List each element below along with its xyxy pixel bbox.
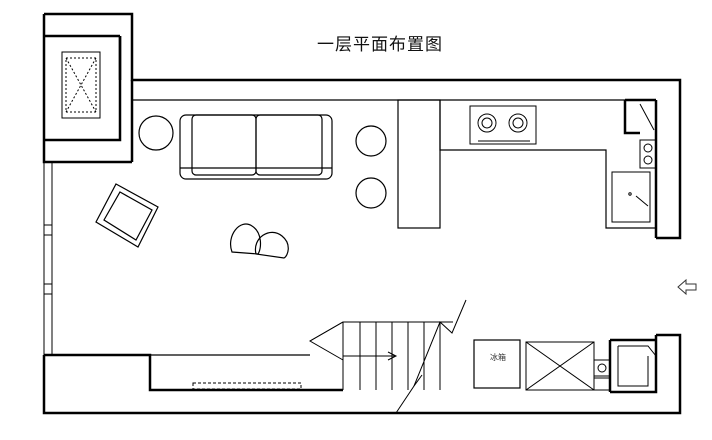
bottom-right-cabinet <box>617 345 657 387</box>
armchair <box>95 183 159 248</box>
plan-title: 一层平面布置图 <box>317 35 443 55</box>
washing-machine <box>593 359 611 391</box>
bar-counter <box>397 99 441 229</box>
cabinet-dashed <box>192 382 302 390</box>
elevator-shaft <box>61 51 101 119</box>
outer-walls <box>42 12 682 415</box>
kitchen-counter <box>439 100 656 229</box>
staircase <box>308 299 467 414</box>
fridge-label: 冰箱 <box>490 353 506 362</box>
ottoman-pair <box>230 223 289 259</box>
side-table <box>138 115 174 151</box>
storage-crossed <box>525 341 595 391</box>
left-window <box>43 162 53 355</box>
cooktop <box>469 105 537 145</box>
bar-stool <box>355 177 387 209</box>
bar-stool <box>355 125 387 157</box>
sink <box>611 171 651 223</box>
fridge <box>473 339 521 389</box>
sofa <box>179 114 333 180</box>
appliance-top-right <box>639 103 657 169</box>
arrow-left-icon <box>677 278 697 296</box>
